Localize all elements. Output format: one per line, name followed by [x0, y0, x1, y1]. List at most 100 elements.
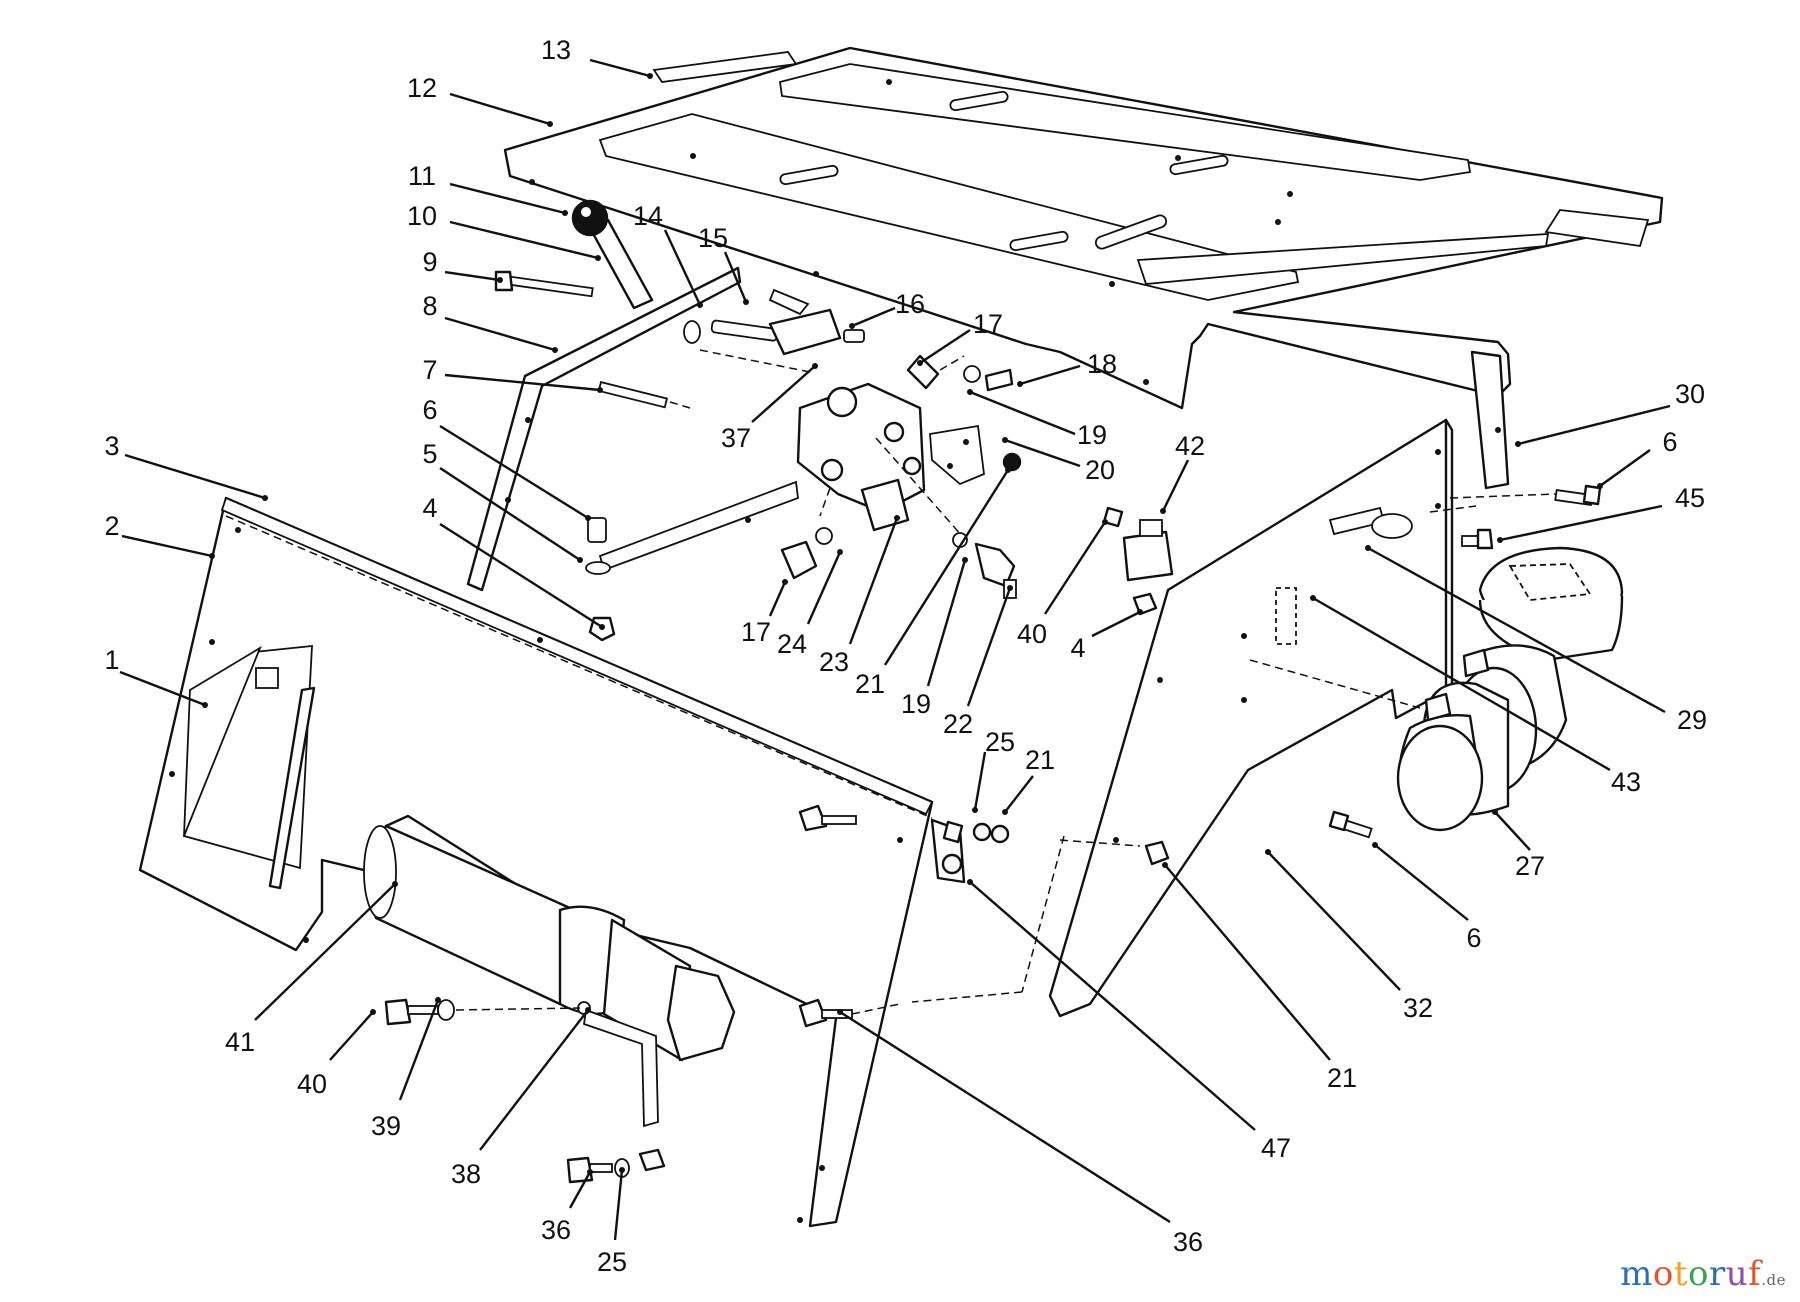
leader-dot: [587, 1169, 593, 1175]
leader-line: [1019, 364, 1081, 386]
callout-17: 17: [917, 309, 1003, 366]
leader-dot: [1002, 809, 1008, 815]
part-number-label: 14: [633, 201, 663, 231]
callout-1: 1: [104, 645, 208, 708]
callout-11: 11: [408, 161, 568, 216]
part-number-label: 19: [901, 689, 931, 719]
leader-line: [751, 365, 816, 423]
leader-dot: [1007, 585, 1013, 591]
leader-dot: [962, 557, 968, 563]
callout-23: 23: [819, 515, 900, 677]
leader-line: [439, 522, 603, 629]
leader-dot: [1365, 545, 1371, 551]
callout-32: 32: [1265, 849, 1433, 1023]
part-number-label: 6: [422, 395, 437, 425]
leader-line: [1091, 610, 1141, 638]
leader-line: [663, 229, 702, 306]
part-number-label: 36: [1173, 1227, 1203, 1257]
leader-line: [1043, 521, 1107, 615]
leader-dot: [552, 347, 558, 353]
leader-dot: [697, 302, 703, 308]
callout-4: 4: [1070, 609, 1143, 663]
leader-dot: [370, 1009, 376, 1015]
top-cover: [503, 46, 1664, 410]
leader-line: [848, 517, 899, 645]
part-number-label: 39: [371, 1111, 401, 1141]
leader-dot: [597, 387, 603, 393]
leader-line: [1161, 459, 1190, 512]
callout-47: 47: [967, 879, 1291, 1163]
part-number-label: 27: [1515, 851, 1545, 881]
part-number-label: 4: [422, 493, 437, 523]
part-number-label: 17: [741, 617, 771, 647]
control-lever: [571, 199, 654, 310]
leader-dot: [202, 702, 208, 708]
leader-dot: [967, 879, 973, 885]
leader-line: [1267, 851, 1401, 991]
callout-40: 40: [1017, 519, 1108, 649]
watermark-letter: f: [1748, 1254, 1762, 1294]
leader-line: [1367, 546, 1666, 714]
watermark-logo: motoruf.de: [1620, 1254, 1786, 1294]
part-number-label: 16: [895, 289, 925, 319]
right-panel: [1048, 350, 1557, 1018]
leader-dot: [743, 299, 749, 305]
leader-dot: [1497, 537, 1503, 543]
callout-25: 25: [972, 727, 1015, 813]
linkage: [683, 288, 865, 356]
panel-hinge-bracket: [930, 818, 1010, 884]
part-number-label: 9: [422, 247, 437, 277]
leader-line: [969, 390, 1076, 436]
callout-12: 12: [407, 73, 553, 127]
leader-dot: [1160, 508, 1166, 514]
leader-dot: [1310, 595, 1316, 601]
callout-5: 5: [422, 439, 583, 563]
leader-dot: [837, 1009, 843, 1015]
leader-line: [1499, 504, 1663, 542]
callout-45: 45: [1497, 483, 1705, 543]
leader-line: [969, 881, 1256, 1131]
part-number-label: 43: [1611, 767, 1641, 797]
watermark-tld: .de: [1761, 1271, 1786, 1289]
callout-7: 7: [422, 355, 603, 393]
leader-line: [1312, 596, 1611, 772]
callout-3: 3: [104, 431, 268, 501]
callout-6: 6: [1597, 427, 1678, 489]
right-fasteners: [1461, 484, 1602, 550]
part-number-label: 18: [1087, 349, 1117, 379]
front-panel: [138, 496, 934, 1228]
leader-dot: [894, 515, 900, 521]
leader-line: [121, 534, 213, 558]
leader-dot: [435, 997, 441, 1003]
gauge-and-horn: [1371, 513, 1624, 832]
leader-line: [568, 1171, 592, 1209]
callout-21: 21: [1002, 745, 1055, 815]
leader-line: [329, 1011, 374, 1061]
leader-dot: [1265, 849, 1271, 855]
panel-screws: [798, 804, 901, 1028]
part-number-label: 15: [698, 223, 728, 253]
leader-line: [1164, 864, 1331, 1061]
leader-line: [1517, 404, 1671, 446]
part-number-label: 30: [1675, 379, 1705, 409]
leader-dot: [1102, 519, 1108, 525]
watermark-letter: u: [1725, 1254, 1749, 1294]
callout-2: 2: [104, 511, 215, 559]
callout-43: 43: [1310, 595, 1641, 797]
callout-8: 8: [422, 291, 558, 353]
leader-line: [1494, 811, 1531, 851]
part-number-label: 36: [541, 1215, 571, 1245]
callout-21: 21: [855, 467, 1011, 699]
leader-dot: [585, 515, 591, 521]
callout-13: 13: [541, 35, 653, 79]
callout-39: 39: [371, 997, 441, 1141]
leader-line: [966, 587, 1012, 707]
leader-dot: [967, 389, 973, 395]
part-number-label: 21: [1327, 1063, 1357, 1093]
part-number-label: 47: [1261, 1133, 1291, 1163]
long-bolt: [494, 270, 594, 298]
lower-right-screw: [1328, 810, 1373, 839]
leader-line: [449, 92, 551, 126]
part-number-label: 6: [1466, 923, 1481, 953]
